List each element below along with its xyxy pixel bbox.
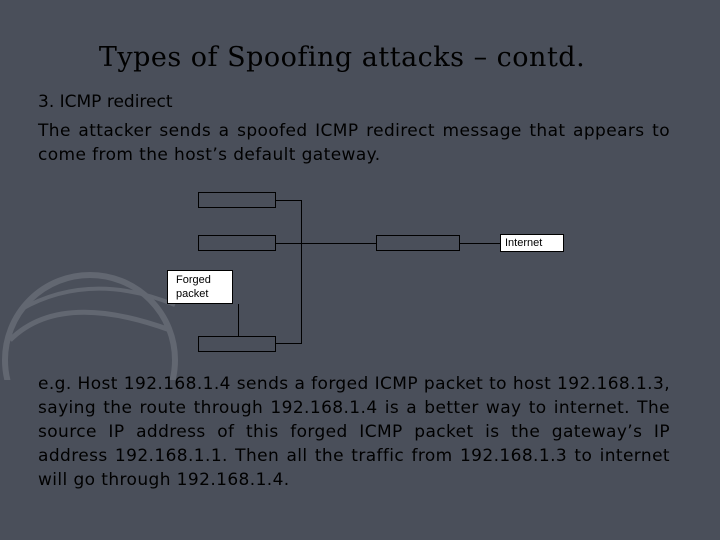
attacker-node xyxy=(198,336,276,352)
host-node-top xyxy=(198,192,276,208)
connector-bottom xyxy=(276,343,302,344)
connector-host-to-gateway xyxy=(276,243,376,244)
globe-watermark-icon xyxy=(2,272,178,380)
forged-packet-box: Forged packet xyxy=(167,270,233,304)
internet-box: Internet xyxy=(500,234,564,252)
section-heading: 3. ICMP redirect xyxy=(38,92,173,112)
connector-vertical-main xyxy=(301,200,302,343)
host-node-victim xyxy=(198,235,276,251)
internet-label: Internet xyxy=(505,237,543,249)
connector-forged-vertical xyxy=(238,304,239,336)
intro-paragraph: The attacker sends a spoofed ICMP redire… xyxy=(38,121,670,165)
forged-packet-label: Forged packet xyxy=(176,274,211,300)
connector-gateway-to-internet xyxy=(460,243,500,244)
connector-top xyxy=(276,200,302,201)
gateway-node xyxy=(376,235,460,251)
slide-title: Types of Spoofing attacks – contd. xyxy=(98,42,586,73)
example-paragraph: e.g. Host 192.168.1.4 sends a forged ICM… xyxy=(38,374,670,490)
